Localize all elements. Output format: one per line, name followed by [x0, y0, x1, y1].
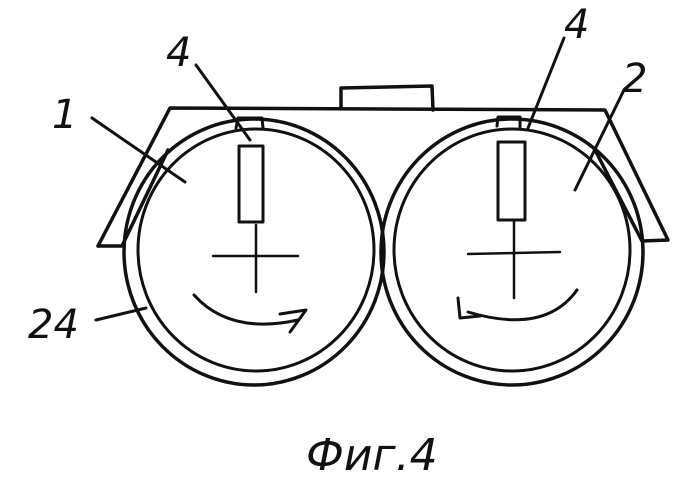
- left-center-cross: [213, 225, 298, 292]
- right-rotation-arrow: [468, 290, 577, 320]
- label-2: 2: [622, 56, 647, 102]
- right-slot: [497, 117, 520, 127]
- right-center-cross: [468, 222, 560, 298]
- label-4-right: 4: [564, 2, 589, 48]
- left-marker-rod: [239, 146, 263, 222]
- label-1: 1: [52, 92, 77, 138]
- right-roller-assembly: [381, 117, 643, 385]
- left-roller-assembly: [124, 118, 384, 385]
- left-outer-ring: [124, 119, 384, 385]
- figure-caption: Фиг.4: [306, 430, 438, 481]
- left-rotation-arrow: [194, 295, 298, 324]
- label-4-left: 4: [166, 30, 191, 76]
- leader-4-right: [528, 38, 564, 128]
- right-roller-disc: [394, 129, 630, 371]
- right-marker-rod: [498, 142, 525, 220]
- right-rotation-arrowhead: [458, 298, 480, 318]
- leader-lines: [92, 38, 624, 320]
- top-block: [341, 86, 433, 110]
- label-24: 24: [28, 302, 79, 348]
